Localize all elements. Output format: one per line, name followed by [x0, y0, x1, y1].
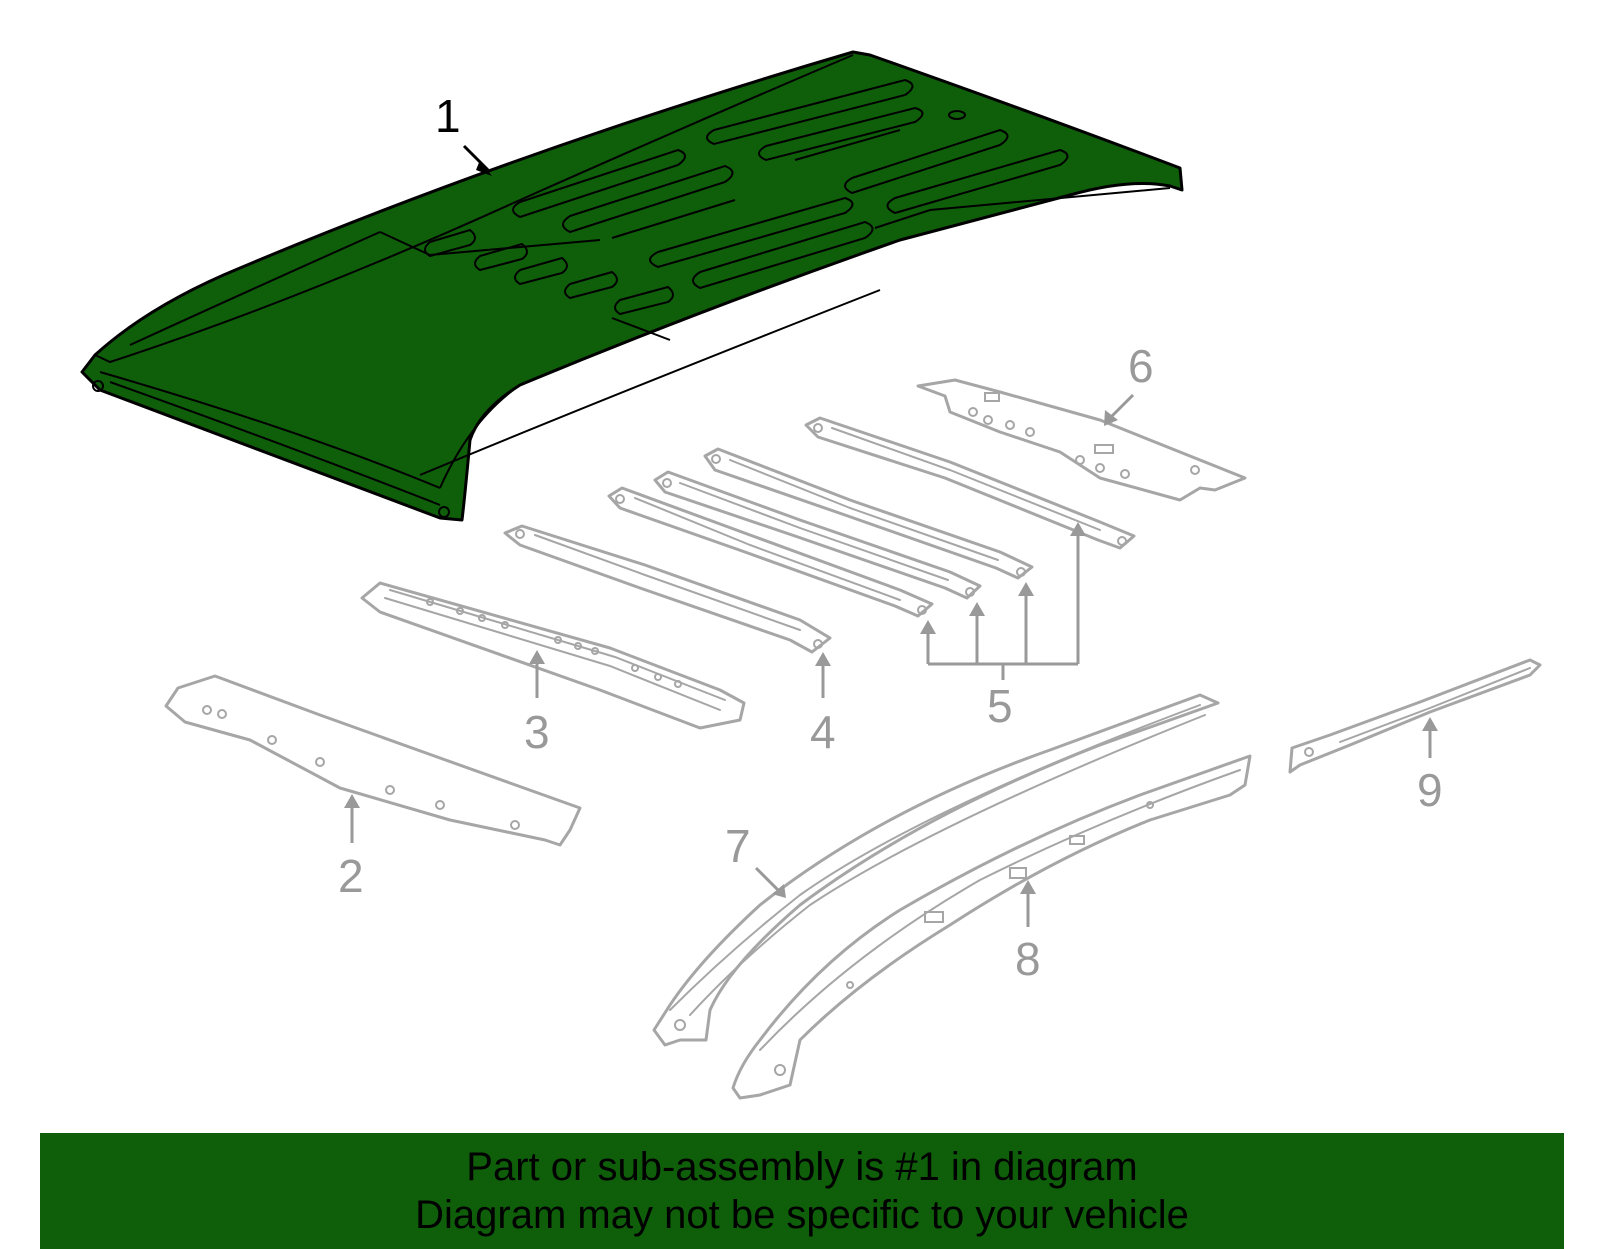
rear-rail-part-9[interactable] — [1288, 658, 1542, 774]
callout-7: 7 — [725, 820, 751, 872]
front-header-part-2[interactable] — [164, 674, 582, 847]
leader-lines — [344, 393, 1438, 927]
callout-8: 8 — [1015, 933, 1041, 985]
roof-panel-part-1[interactable] — [80, 50, 1184, 522]
parts-diagram: 1 2 3 4 5 6 7 8 9 — [80, 50, 1542, 1100]
rear-header-part-6[interactable] — [916, 378, 1247, 502]
roof-rail-outer-part-7[interactable] — [652, 693, 1220, 1047]
roof-bow-part-4[interactable] — [503, 524, 832, 654]
callout-6: 6 — [1128, 340, 1154, 392]
callout-5: 5 — [987, 680, 1013, 732]
callout-4: 4 — [810, 706, 836, 758]
banner-line-2: Diagram may not be specific to your vehi… — [415, 1193, 1189, 1237]
roof-bow-part-3[interactable] — [360, 581, 746, 730]
callout-3: 3 — [524, 706, 550, 758]
callout-2: 2 — [338, 850, 364, 902]
roof-rail-inner-part-8[interactable] — [731, 754, 1252, 1100]
callout-9: 9 — [1417, 764, 1443, 816]
diagram-notice-banner: Part or sub-assembly is #1 in diagram Di… — [40, 1133, 1564, 1249]
callout-1: 1 — [435, 90, 461, 142]
roof-bows-part-5[interactable] — [607, 416, 1136, 618]
banner-line-1: Part or sub-assembly is #1 in diagram — [466, 1145, 1138, 1189]
